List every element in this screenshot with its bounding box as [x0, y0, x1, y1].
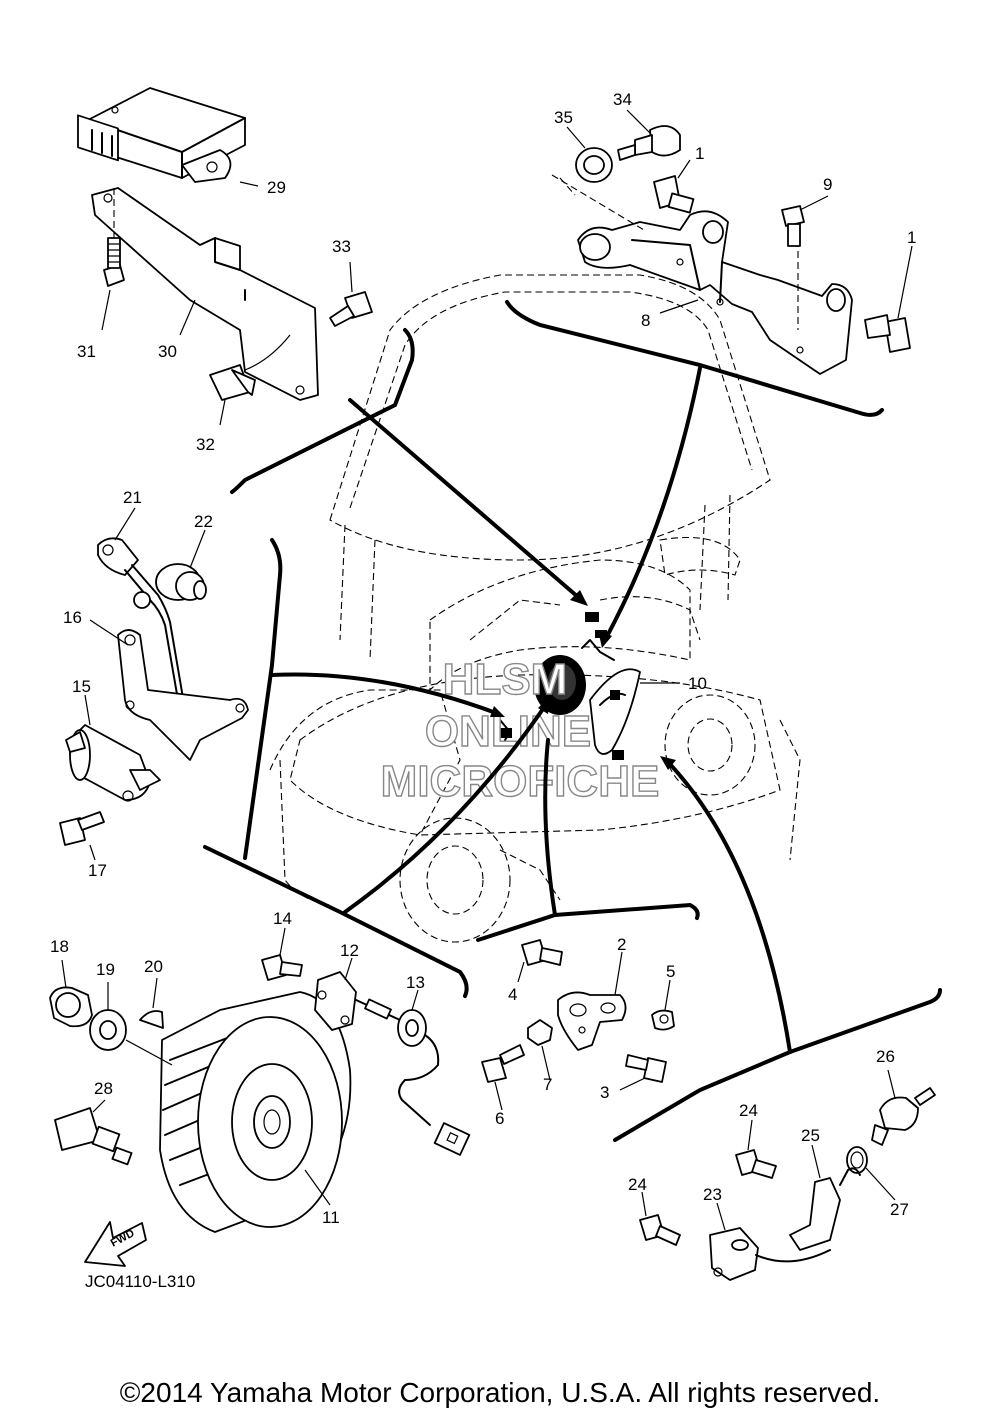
callout-17: 17 — [88, 861, 107, 880]
callout-31: 31 — [77, 342, 96, 361]
watermark-line-2: ONLINE — [425, 707, 591, 756]
callout-8: 8 — [641, 311, 650, 330]
ignition-coil-group — [59, 507, 249, 861]
callout-24-upper: 24 — [739, 1101, 758, 1120]
callout-1-upper: 1 — [695, 144, 704, 163]
fwd-arrow-icon: FWD — [84, 1221, 147, 1267]
cdi-unit-group — [77, 87, 373, 426]
callout-10: 10 — [688, 674, 707, 693]
callout-23: 23 — [703, 1185, 722, 1204]
callout-22: 22 — [194, 512, 213, 531]
diagram-code: JC04110-L310 — [85, 1272, 195, 1291]
throttle-bracket-group — [481, 939, 675, 1111]
callout-19: 19 — [96, 960, 115, 979]
callout-12: 12 — [340, 941, 359, 960]
callout-9: 9 — [823, 175, 832, 194]
golf-cart-outline — [269, 274, 801, 943]
copyright-notice: ©2014 Yamaha Motor Corporation, U.S.A. A… — [119, 1377, 881, 1408]
callout-11: 11 — [322, 1208, 340, 1227]
callout-35: 35 — [554, 108, 573, 127]
callout-21: 21 — [123, 488, 142, 507]
flywheel-group: FWD — [49, 927, 471, 1267]
callout-29: 29 — [267, 178, 286, 197]
callout-33: 33 — [332, 237, 351, 256]
callout-34: 34 — [613, 90, 632, 109]
callout-4: 4 — [508, 985, 517, 1004]
callout-1-lower: 1 — [907, 228, 916, 247]
callout-6: 6 — [495, 1109, 504, 1128]
watermark-line-3: MICROFICHE — [381, 757, 660, 806]
callout-2: 2 — [617, 935, 626, 954]
callout-15: 15 — [72, 677, 91, 696]
callout-30: 30 — [158, 342, 177, 361]
callout-14: 14 — [273, 909, 292, 928]
callout-32: 32 — [196, 435, 215, 454]
callout-3: 3 — [600, 1083, 609, 1102]
callout-5: 5 — [666, 962, 675, 981]
callout-20: 20 — [144, 957, 163, 976]
callout-25: 25 — [801, 1126, 820, 1145]
callout-27: 27 — [890, 1200, 909, 1219]
callout-24-lower: 24 — [628, 1175, 647, 1194]
watermark: HLSM ONLINE MICROFICHE — [380, 654, 660, 806]
callout-26: 26 — [876, 1047, 895, 1066]
callout-7: 7 — [543, 1075, 552, 1094]
callout-numbers: 1 1 2 3 4 5 6 7 8 9 10 11 12 13 14 15 16… — [50, 90, 916, 1227]
callout-18: 18 — [50, 937, 69, 956]
callout-28: 28 — [94, 1079, 113, 1098]
engine-bracket-group — [551, 109, 913, 375]
switch-group — [639, 1069, 936, 1281]
callout-13: 13 — [406, 973, 425, 992]
callout-16: 16 — [63, 608, 82, 627]
watermark-line-1: HLSM — [443, 655, 568, 704]
group-brackets — [203, 300, 942, 1142]
